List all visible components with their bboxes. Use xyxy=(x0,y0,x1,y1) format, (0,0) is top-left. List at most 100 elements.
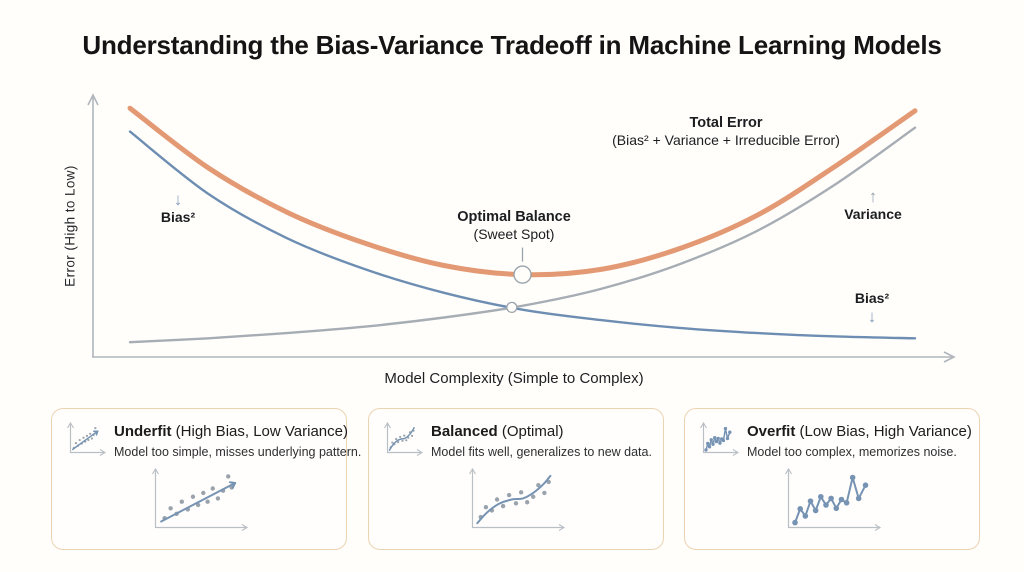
overfit-mini-chart xyxy=(785,467,882,531)
data-point-dot xyxy=(410,434,414,437)
x-axis-label: Model Complexity (Simple to Complex) xyxy=(384,370,644,387)
data-point-dot xyxy=(74,442,78,445)
y-axis-label: Error (High to Low) xyxy=(62,165,78,287)
fit-line xyxy=(476,474,552,525)
total-error-annotation: Total Error (Bias² + Variance + Irreduci… xyxy=(612,115,840,149)
data-point-dot xyxy=(210,486,215,491)
data-point-dot xyxy=(87,438,90,442)
optimal-balance-annotation: Optimal Balance (Sweet Spot) xyxy=(457,209,571,243)
curves-intersection-marker xyxy=(506,301,518,314)
optimal-balance-marker xyxy=(513,265,532,284)
jagged-zigzag-line-icon xyxy=(700,421,740,456)
data-point-dot xyxy=(89,432,92,435)
fit-vertex-dot xyxy=(797,506,803,512)
data-point-dot xyxy=(542,490,547,496)
down-arrow-icon: ↓ xyxy=(173,190,183,209)
data-point-dot xyxy=(226,474,231,479)
card-description: Model too simple, misses underlying patt… xyxy=(114,445,362,459)
fit-vertex-dot xyxy=(711,442,715,446)
mini-y-arrowhead xyxy=(700,421,707,429)
mini-y-arrowhead xyxy=(152,467,159,475)
underfit-mini-chart xyxy=(152,467,249,531)
mini-x-arrowhead xyxy=(732,449,740,456)
data-point-dot xyxy=(405,439,408,442)
fit-vertex-dot xyxy=(838,496,845,503)
down-arrow-icon: ↓ xyxy=(867,306,877,326)
fit-vertex-dot xyxy=(818,493,824,500)
fit-vertex-dot xyxy=(843,500,850,506)
fit-vertex-dot xyxy=(828,495,834,502)
fit-vertex-dot xyxy=(728,430,732,434)
x-axis-arrowhead xyxy=(943,351,956,363)
total-error-formula: (Bias² + Variance + Irreducible Error) xyxy=(612,132,840,149)
data-point-dot xyxy=(190,494,196,499)
mini-x-arrowhead xyxy=(558,524,566,531)
mini-x-arrowhead xyxy=(241,524,249,531)
card-title-term: Balanced xyxy=(431,423,498,440)
data-point-dot xyxy=(531,494,536,499)
fit-vertex-dot xyxy=(725,436,730,441)
data-point-dot xyxy=(483,505,489,510)
card-title: Underfit (High Bias, Low Variance) xyxy=(114,423,348,440)
scatter-with-linear-fit-icon xyxy=(67,421,107,456)
card-title: Overfit (Low Bias, High Variance) xyxy=(747,423,972,440)
data-point-dot xyxy=(82,436,85,439)
mini-x-arrowhead xyxy=(874,524,882,531)
data-point-dot xyxy=(494,497,500,502)
data-point-dot xyxy=(395,437,398,441)
data-point-dot xyxy=(168,506,173,511)
fit-vertex-dot xyxy=(716,436,720,441)
data-point-dot xyxy=(78,438,81,442)
sweet-spot-label: (Sweet Spot) xyxy=(473,226,555,243)
fit-line-arrowhead xyxy=(228,481,237,484)
fit-line xyxy=(388,427,415,451)
bias-squared-left-label: Bias² xyxy=(160,209,196,225)
fit-line xyxy=(160,482,237,523)
fit-vertex-dot xyxy=(713,436,717,440)
fit-vertex-dot xyxy=(862,482,869,488)
data-point-dot xyxy=(506,492,512,498)
card-overfit: Overfit (Low Bias, High Variance) Model … xyxy=(684,408,980,550)
fit-line xyxy=(71,430,99,451)
mini-y-arrowhead xyxy=(785,467,792,475)
balanced-mini-chart xyxy=(469,467,566,531)
fit-vertex-dot xyxy=(707,445,712,449)
data-point-dot xyxy=(201,490,206,496)
fit-vertex-dot xyxy=(855,495,862,502)
mini-y-arrowhead xyxy=(469,467,476,475)
data-point-dot xyxy=(500,503,506,509)
bias-variance-chart xyxy=(87,93,956,363)
total-error-label: Total Error xyxy=(689,115,763,131)
variance-curve xyxy=(128,126,917,344)
data-point-dot xyxy=(524,500,530,505)
card-description: Model fits well, generalizes to new data… xyxy=(431,445,652,459)
data-point-dot xyxy=(205,499,210,504)
optimal-balance-label: Optimal Balance xyxy=(457,209,571,225)
data-point-dot xyxy=(179,499,184,504)
fit-vertex-dot xyxy=(718,441,722,445)
scatter-with-smooth-curve-icon xyxy=(384,421,424,456)
card-title-qualifier: (Optimal) xyxy=(501,423,564,440)
variance-annotation: ↑ Variance xyxy=(844,187,902,223)
card-title: Balanced (Optimal) xyxy=(431,423,564,440)
card-title-qualifier: (High Bias, Low Variance) xyxy=(175,423,348,440)
card-underfit: Underfit (High Bias, Low Variance) Model… xyxy=(51,408,361,550)
fit-vertex-dot xyxy=(792,519,798,526)
fit-vertex-dot xyxy=(807,498,814,504)
bias-squared-right-label: Bias² xyxy=(854,290,890,306)
fit-vertex-dot xyxy=(721,438,726,443)
mini-x-arrowhead xyxy=(99,449,107,456)
fit-vertex-dot xyxy=(849,474,856,481)
mini-y-arrowhead xyxy=(384,421,391,429)
data-point-dot xyxy=(401,439,404,442)
bias-right-annotation: Bias² ↓ xyxy=(855,290,889,326)
card-title-qualifier: (Low Bias, High Variance) xyxy=(799,423,972,440)
mini-y-arrowhead xyxy=(67,421,74,429)
fit-vertex-dot xyxy=(706,441,710,446)
data-point-dot xyxy=(85,434,89,437)
card-title-term: Overfit xyxy=(747,423,796,440)
data-point-dot xyxy=(391,441,394,444)
bias-left-annotation: ↓ Bias² xyxy=(161,190,195,226)
data-point-dot xyxy=(215,496,221,501)
